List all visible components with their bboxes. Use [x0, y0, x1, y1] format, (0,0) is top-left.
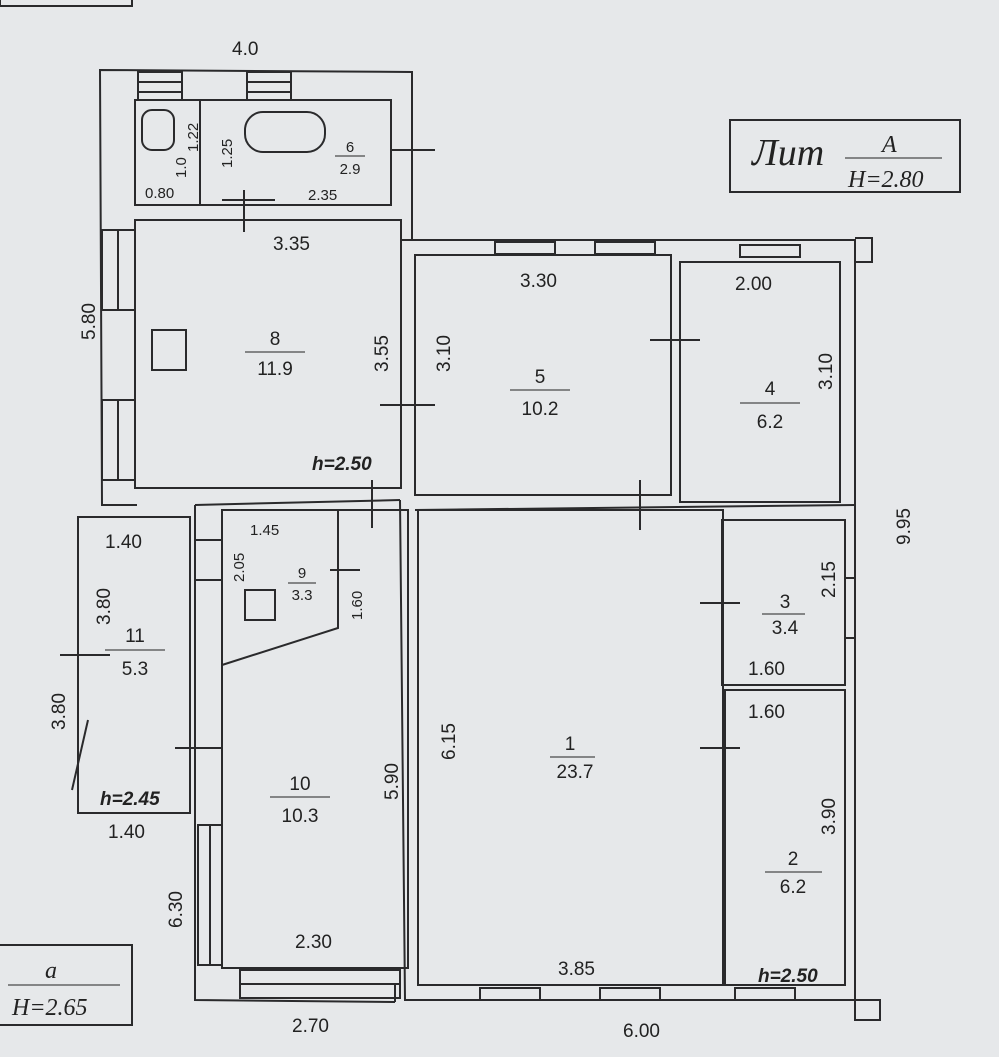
- annex-height: H=2.65: [11, 995, 88, 1021]
- title-block: Лит А H=2.80: [729, 119, 961, 193]
- room-2-number: 2: [788, 849, 799, 870]
- dim-r11-380a: 3.80: [94, 588, 115, 625]
- dim-right-995: 9.95: [894, 508, 915, 545]
- dim-r4-310: 3.10: [816, 353, 837, 390]
- title-prefix: Лит: [751, 132, 824, 174]
- title-height: H=2.80: [847, 167, 924, 193]
- room-8-number: 8: [270, 329, 281, 350]
- dim-r5-310: 3.10: [434, 335, 455, 372]
- dim-r4-200: 2.00: [735, 274, 772, 295]
- toilet-icon: [141, 109, 175, 151]
- annex-letter: а: [45, 958, 57, 984]
- room-5-number: 5: [535, 367, 546, 388]
- dim-left-580: 5.80: [79, 303, 100, 340]
- room-10-area: 10.3: [282, 806, 319, 827]
- dim-r9-145: 1.45: [250, 522, 279, 539]
- dim-r11-380b: 3.80: [49, 693, 70, 730]
- room-11-number: 11: [125, 626, 145, 647]
- room-1-area: 23.7: [557, 762, 594, 783]
- dim-bath-235: 2.35: [308, 187, 337, 204]
- dim-r1-615: 6.15: [439, 723, 460, 760]
- bathtub-icon: [244, 111, 326, 153]
- room-3-area: 3.4: [772, 618, 799, 639]
- dim-r10-590: 5.90: [382, 763, 403, 800]
- dim-r11-140a: 1.40: [105, 532, 142, 553]
- room-1-number: 1: [565, 734, 576, 755]
- room-11-area: 5.3: [122, 659, 148, 680]
- dim-left-630: 6.30: [166, 891, 187, 928]
- dim-r3-160: 1.60: [748, 659, 785, 680]
- dim-bath-10: 1.0: [173, 157, 190, 178]
- room-5-area: 10.2: [522, 399, 559, 420]
- furnace-icon: [244, 589, 276, 621]
- room-4-area: 6.2: [757, 412, 783, 433]
- dim-kitchen-335: 3.35: [273, 234, 310, 255]
- dim-r1-385: 3.85: [558, 959, 595, 980]
- dim-top: 4.0: [232, 39, 258, 60]
- room-8-area: 11.9: [257, 359, 293, 380]
- room-9-area: 3.3: [292, 587, 313, 604]
- title-letter: А: [880, 132, 897, 158]
- kitchen-ceiling-height: h=2.50: [312, 454, 372, 475]
- room-6-area: 2.9: [340, 161, 361, 178]
- room-6-number: 6: [346, 139, 354, 156]
- dim-r2-390: 3.90: [819, 798, 840, 835]
- dim-r9-160: 1.60: [349, 591, 366, 620]
- dim-r11-140b: 1.40: [108, 822, 145, 843]
- room-3-number: 3: [780, 592, 791, 613]
- dim-bottom-600: 6.00: [623, 1021, 660, 1042]
- room-9-number: 9: [298, 565, 306, 582]
- dim-kitchen-355: 3.55: [372, 335, 393, 372]
- dim-r3-215: 2.15: [819, 561, 840, 598]
- dim-bath-122: 1.22: [185, 123, 202, 152]
- dim-r2-160: 1.60: [748, 702, 785, 723]
- dim-bath-125: 1.25: [219, 139, 236, 168]
- dim-bottom-270: 2.70: [292, 1016, 329, 1037]
- stove-icon: [151, 329, 187, 371]
- dimensions: 4.0 0.80 2.35 3.35 3.30 2.00 1.40 1.40 1…: [49, 39, 915, 1042]
- header-box-edge: [0, 0, 133, 7]
- walls: [60, 68, 881, 1021]
- room-4-number: 4: [765, 379, 776, 400]
- room-10-number: 10: [289, 774, 310, 795]
- room-2-area: 6.2: [780, 877, 806, 898]
- dim-r10-230: 2.30: [295, 932, 332, 953]
- annex-block: а H=2.65: [0, 944, 133, 1026]
- room11-ceiling-height: h=2.45: [100, 789, 160, 810]
- dim-bath-080: 0.80: [145, 185, 174, 202]
- dim-r9-205: 2.05: [231, 553, 248, 582]
- room2-ceiling-height: h=2.50: [758, 966, 818, 987]
- dim-r5-330: 3.30: [520, 271, 557, 292]
- room-labels: 1 23.7 2 6.2 3 3.4 4 6.2 5 10.2 6 2.9 8 …: [105, 139, 822, 898]
